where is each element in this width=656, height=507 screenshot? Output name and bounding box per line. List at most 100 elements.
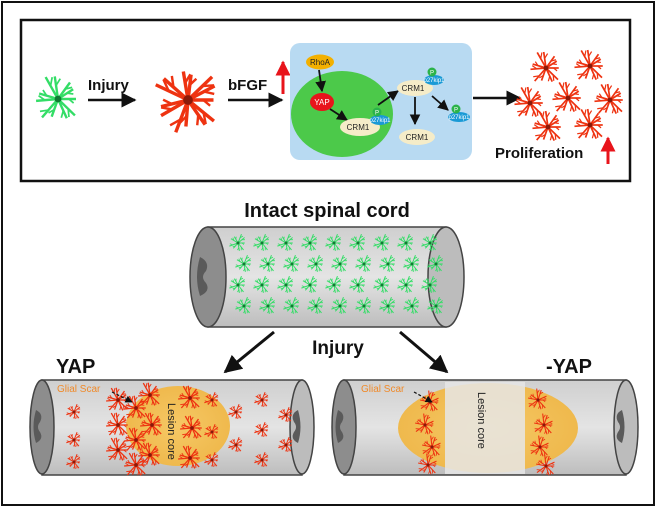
reactive-astrocyte-glyph bbox=[154, 71, 216, 133]
middle-injury-label: Injury bbox=[312, 338, 364, 359]
intact-astrocyte-glyph bbox=[427, 255, 443, 272]
yap-scar-astrocyte-glyph bbox=[178, 385, 200, 409]
intact-astrocyte-glyph bbox=[421, 234, 437, 251]
noyap-scar-astrocyte-glyph bbox=[536, 454, 555, 476]
rhoa-to-yap-arrow bbox=[315, 69, 326, 93]
intact-astrocyte-glyph bbox=[253, 234, 269, 251]
yap-scar-astrocyte-glyph bbox=[138, 442, 160, 466]
intact-astrocyte-glyph bbox=[277, 276, 293, 293]
yap-astrocyte-glyph bbox=[66, 431, 81, 448]
noyap-group-label: -YAP bbox=[546, 356, 592, 378]
phospho-outer-label: P bbox=[430, 71, 434, 77]
intact-astrocyte-glyph bbox=[427, 297, 443, 314]
yap-scar-astrocyte-glyph bbox=[178, 445, 200, 469]
proliferating-astrocyte-glyph bbox=[532, 110, 561, 142]
yap-scar-astrocyte-glyph bbox=[124, 427, 146, 451]
injury-right-arrow bbox=[399, 330, 449, 374]
intact-astrocyte-glyph bbox=[397, 234, 413, 251]
intact-astrocyte-glyph bbox=[331, 255, 347, 272]
intact-astrocyte-glyph bbox=[355, 297, 371, 314]
proliferating-astrocytes bbox=[514, 49, 623, 142]
proliferating-astrocyte-glyph bbox=[552, 81, 581, 113]
intact-astrocyte-glyph bbox=[373, 276, 389, 293]
phospho-inner-icon bbox=[372, 107, 382, 117]
yap-node bbox=[310, 93, 334, 111]
intact-astrocyte-glyph bbox=[373, 234, 389, 251]
intact-astrocyte-glyph bbox=[403, 255, 419, 272]
intact-astrocyte-glyph bbox=[349, 276, 365, 293]
intact-astrocyte-glyph bbox=[397, 276, 413, 293]
rhoa-label: RhoA bbox=[310, 58, 331, 67]
crm1-outer-node bbox=[397, 80, 433, 96]
yap-astrocyte-glyph bbox=[254, 421, 269, 438]
yap-scar-astrocyte-glyph bbox=[106, 387, 128, 411]
p27-outer-label: p27kip1 bbox=[423, 78, 445, 84]
noyap-scar-astrocyte-glyph bbox=[415, 413, 434, 435]
intact-astrocyte-glyph bbox=[235, 255, 251, 272]
noyap-scar-astrocyte-glyph bbox=[534, 413, 553, 435]
noyap-scar-astrocyte-glyph bbox=[530, 435, 549, 457]
intact-astrocyte-glyph bbox=[301, 276, 317, 293]
intact-astrocyte-glyph bbox=[253, 276, 269, 293]
yap-lesion-area bbox=[126, 386, 230, 466]
yap-astrocyte-glyph bbox=[254, 391, 269, 408]
phospho-free-label: P bbox=[454, 108, 458, 114]
yap-scar-astrocyte-glyph bbox=[180, 415, 202, 439]
yap-scar-astrocyte-glyph bbox=[140, 412, 162, 436]
yap-astrocyte-glyph bbox=[66, 403, 81, 420]
noyap-glial-scar-label: Glial Scar bbox=[361, 384, 405, 395]
yap-astrocyte-glyph bbox=[204, 451, 219, 468]
yap-astrocyte-glyph bbox=[228, 436, 243, 453]
noyap-scar-astrocyte-glyph bbox=[528, 388, 547, 410]
injury-label: Injury bbox=[88, 77, 129, 94]
p27-free-label: p27kip1 bbox=[448, 115, 470, 121]
proliferation-label: Proliferation bbox=[495, 145, 583, 162]
intact-astrocyte-glyph bbox=[421, 276, 437, 293]
noyap-glial-scar-pointer bbox=[413, 391, 433, 403]
intact-astrocyte-glyph bbox=[259, 255, 275, 272]
crm1-inner-node bbox=[340, 118, 380, 136]
yap-lesion-core-label: Lesion core bbox=[165, 403, 177, 460]
intact-astrocyte-glyph bbox=[403, 297, 419, 314]
intact-astrocyte-glyph bbox=[301, 234, 317, 251]
intact-astrocyte-glyph bbox=[325, 234, 341, 251]
crm1-lower-node bbox=[399, 129, 435, 145]
yap-astrocyte-glyph bbox=[254, 451, 269, 468]
p27-release-arrow bbox=[431, 95, 449, 111]
injury-left-arrow bbox=[223, 330, 275, 374]
rhoa-node bbox=[306, 54, 334, 70]
intact-astrocyte-glyph bbox=[307, 255, 323, 272]
intact-astrocyte-glyph bbox=[229, 234, 245, 251]
intact-astrocyte-glyph bbox=[379, 255, 395, 272]
yap-scar-astrocyte-glyph bbox=[124, 395, 146, 419]
yap-astrocyte-glyph bbox=[278, 406, 293, 423]
yap-astrocytes bbox=[66, 382, 293, 476]
yap-astrocyte-glyph bbox=[204, 391, 219, 408]
intact-astrocyte-glyph bbox=[325, 276, 341, 293]
crm1-outer-label: CRM1 bbox=[402, 84, 425, 93]
intact-cord bbox=[189, 226, 465, 328]
intact-astrocyte-glyph bbox=[235, 297, 251, 314]
yap-group-label: YAP bbox=[56, 356, 95, 378]
crm1-lower-label: CRM1 bbox=[406, 133, 429, 142]
intact-astrocyte-glyph bbox=[229, 276, 245, 293]
p27-inner-node bbox=[370, 115, 390, 125]
p27-free-node bbox=[448, 112, 470, 122]
p27-outer-node bbox=[424, 75, 444, 85]
bfgf-label: bFGF bbox=[228, 77, 267, 94]
crm1-inner-label: CRM1 bbox=[347, 123, 370, 132]
reactive-astrocyte bbox=[154, 71, 216, 133]
intact-astrocyte-glyph bbox=[283, 255, 299, 272]
intact-astrocyte-glyph bbox=[259, 297, 275, 314]
yap-astrocyte-glyph bbox=[66, 453, 81, 470]
proliferating-astrocyte-glyph bbox=[594, 83, 623, 115]
p27-inner-label: p27kip1 bbox=[369, 118, 391, 124]
intact-astrocytes bbox=[229, 234, 443, 314]
noyap-lesion-core-label: Lesion core bbox=[475, 392, 487, 449]
intact-astrocyte-glyph bbox=[277, 234, 293, 251]
yap-astrocyte-glyph bbox=[278, 436, 293, 453]
yap-to-crm1-arrow bbox=[329, 108, 348, 121]
yap-scar-astrocyte-glyph bbox=[138, 382, 160, 406]
proliferating-astrocyte-glyph bbox=[574, 108, 603, 140]
